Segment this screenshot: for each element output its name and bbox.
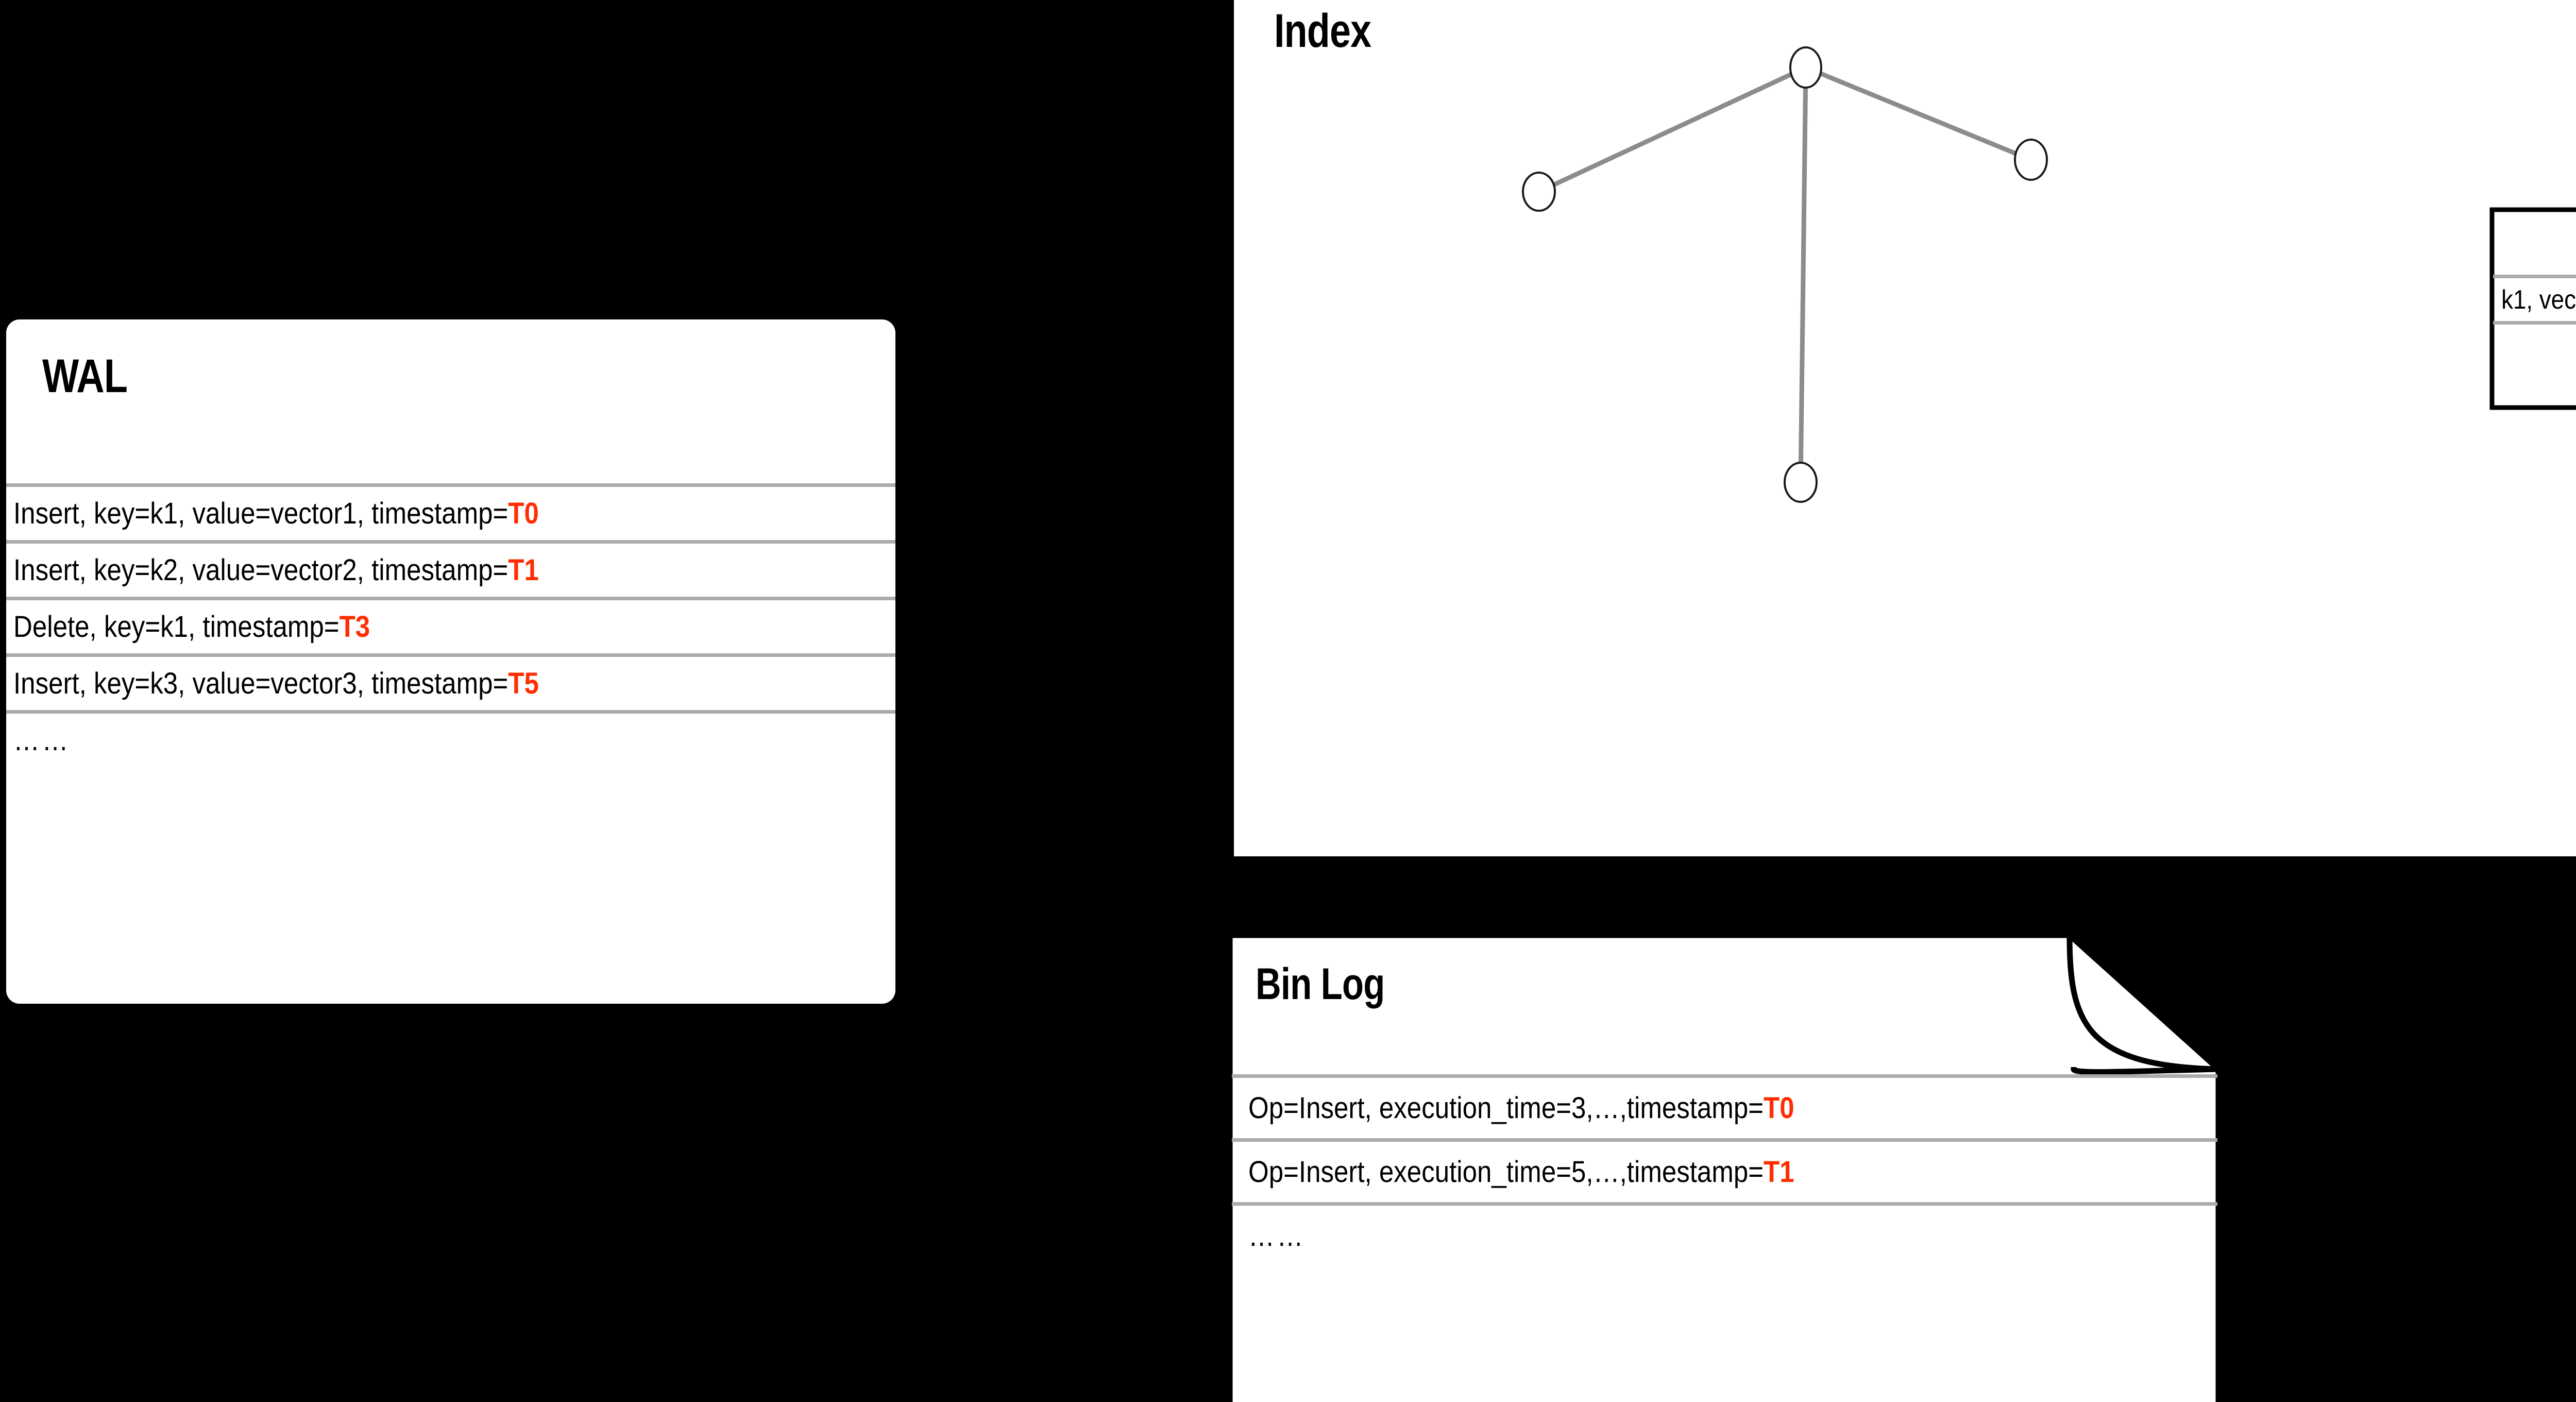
tree-edge	[1538, 65, 1807, 194]
index-k1-row[interactable]: k1, vector1, timestamp=T0	[2493, 275, 2576, 321]
wal-row[interactable]: Insert, key=k1, value=vector1, timestamp…	[6, 483, 895, 540]
timestamp-value: T1	[1764, 1155, 1794, 1189]
bin-log-row-text: Op=Insert, execution_time=5,…,timestamp=…	[1248, 1155, 1794, 1189]
tree-node-right[interactable]	[2014, 139, 2048, 181]
bin-log-rows: Op=Insert, execution_time=3,…,timestamp=…	[1232, 1074, 2217, 1266]
index-card-k1-rows: k1, vector1, timestamp=T0 ……	[2493, 275, 2576, 367]
wal-row-text: Delete, key=k1, timestamp=T3	[13, 610, 370, 644]
wal-title: WAL	[42, 350, 128, 402]
index-card-k1[interactable]: k1, vector1, timestamp=T0 ……	[2489, 207, 2576, 410]
index-title: Index	[1274, 5, 1371, 57]
bin-log-card[interactable]: Bin Log Op=Insert, execution_time=3,…,ti…	[1227, 932, 2222, 1402]
bin-log-row[interactable]: Op=Insert, execution_time=5,…,timestamp=…	[1232, 1138, 2217, 1202]
wal-row[interactable]: Insert, key=k3, value=vector3, timestamp…	[6, 653, 895, 710]
tree-node-mid[interactable]	[1784, 462, 1818, 503]
bin-log-row[interactable]: ……	[1232, 1202, 2217, 1266]
tree-node-root[interactable]	[1789, 46, 1822, 89]
wal-row-text: Insert, key=k3, value=vector3, timestamp…	[13, 667, 539, 700]
tree-node-left[interactable]	[1522, 172, 1556, 212]
wal-row[interactable]: Insert, key=k2, value=vector2, timestamp…	[6, 540, 895, 597]
wal-row-text: Insert, key=k1, value=vector1, timestamp…	[13, 497, 539, 530]
timestamp-value: T5	[508, 667, 539, 700]
tree-edge	[1798, 67, 1808, 483]
tree-edge-group	[1538, 65, 2032, 483]
wal-row-text: Insert, key=k2, value=vector2, timestamp…	[13, 553, 539, 587]
bin-log-title: Bin Log	[1256, 959, 1385, 1009]
bin-log-row-text: ……	[1248, 1219, 1306, 1253]
index-k1-row-text: k1, vector1, timestamp=T0	[2501, 284, 2576, 315]
index-k1-row[interactable]: ……	[2493, 321, 2576, 367]
tree-node-group	[1522, 46, 2048, 503]
bin-log-row-text: Op=Insert, execution_time=3,…,timestamp=…	[1248, 1091, 1794, 1125]
tree-edge	[1805, 65, 2032, 162]
wal-panel: WAL Insert, key=k1, value=vector1, times…	[6, 319, 895, 1004]
timestamp-value: T1	[508, 553, 539, 587]
wal-row[interactable]: Delete, key=k1, timestamp=T3	[6, 597, 895, 653]
timestamp-value: T0	[508, 497, 539, 530]
wal-row[interactable]: ……	[6, 710, 895, 767]
index-tree-graph	[1522, 46, 2048, 503]
wal-row-list: Insert, key=k1, value=vector1, timestamp…	[6, 483, 895, 767]
timestamp-value: T3	[339, 610, 370, 644]
wal-row-text: ……	[13, 723, 71, 757]
timestamp-value: T0	[1764, 1091, 1794, 1125]
index-panel: Index k1, vector1, timestamp=T0 …… ……	[1234, 0, 2576, 856]
bin-log-row[interactable]: Op=Insert, execution_time=3,…,timestamp=…	[1232, 1074, 2217, 1138]
